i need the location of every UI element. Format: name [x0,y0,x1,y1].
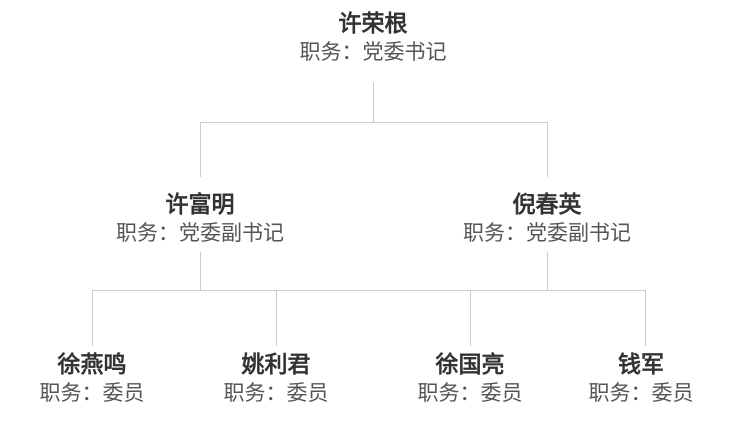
connector-left-parent-drop [200,252,201,290]
connector-leaf1-drop [92,290,93,346]
org-node-title: 职务：委员 [588,382,694,405]
connector-right-parent-drop [547,252,548,290]
org-node-name: 倪春英 [512,191,582,217]
connector-level2-left-drop [200,122,201,177]
org-node-title: 职务：党委副书记 [463,222,631,245]
org-node-title: 职务：党委副书记 [116,222,284,245]
org-node-name: 钱军 [618,351,664,377]
connector-level2-right-drop [547,122,548,177]
org-node-title: 职务：党委书记 [299,41,447,64]
org-node-member-3: 徐国亮 职务：委员 [418,351,523,407]
org-node-name: 许荣根 [338,10,408,36]
connector-leaf4-drop [645,290,646,346]
org-node-title: 职务：委员 [417,382,523,405]
org-node-member-4: 钱军 职务：委员 [589,351,694,407]
org-node-deputy-1: 许富明 职务：党委副书记 [116,191,284,247]
org-node-name: 许富明 [165,191,235,217]
org-node-title: 职务：委员 [223,382,329,405]
org-node-name: 徐燕鸣 [57,351,127,377]
org-node-member-2: 姚利君 职务：委员 [224,351,329,407]
org-node-root: 许荣根 职务：党委书记 [300,10,447,66]
org-node-deputy-2: 倪春英 职务：党委副书记 [463,191,631,247]
connector-level2-rail [200,122,548,123]
org-node-name: 姚利君 [241,351,311,377]
connector-leaf2-drop [276,290,277,346]
org-node-title: 职务：委员 [39,382,145,405]
org-node-name: 徐国亮 [435,351,505,377]
org-node-member-1: 徐燕鸣 职务：委员 [40,351,145,407]
connector-level3-rail [92,290,646,291]
connector-root-drop [373,82,374,122]
connector-leaf3-drop [470,290,471,346]
